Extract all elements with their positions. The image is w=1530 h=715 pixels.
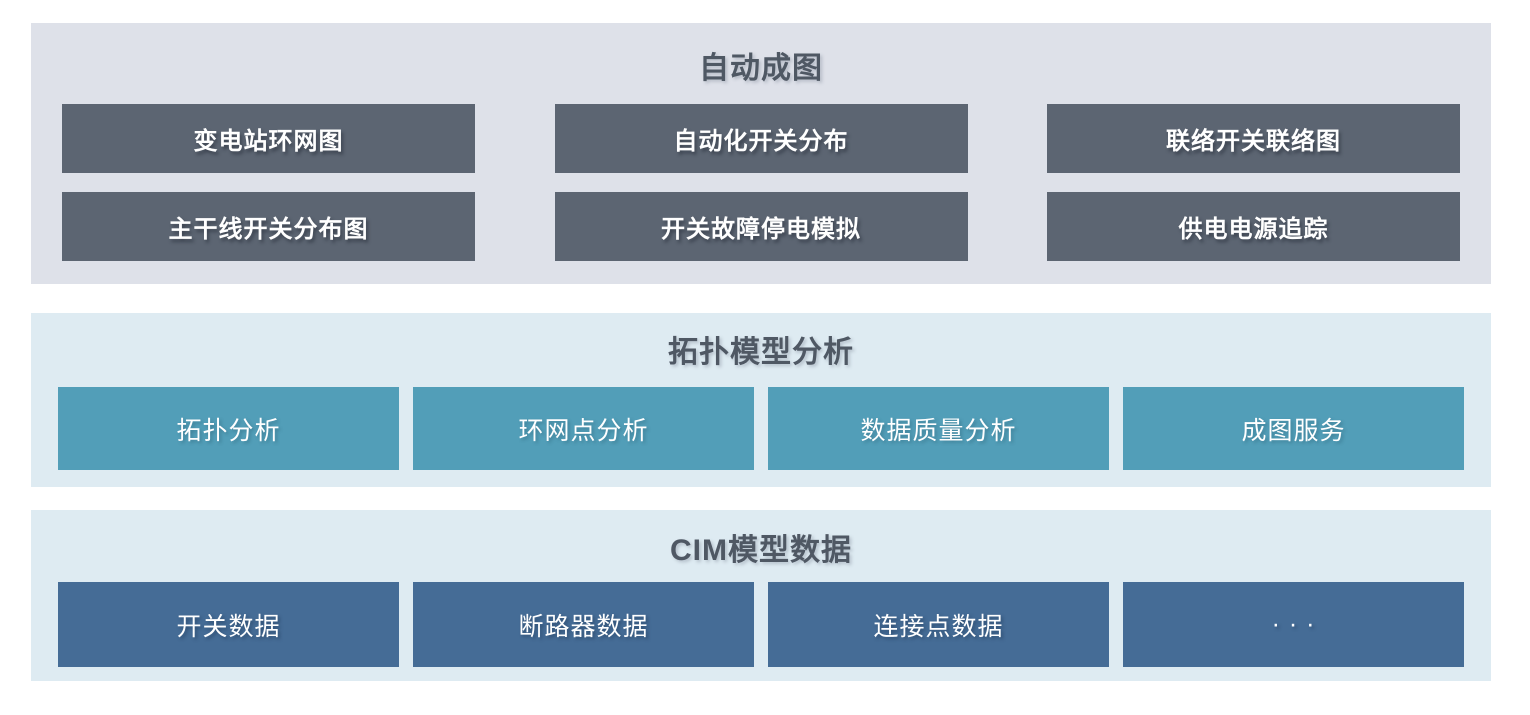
cim-data-row: 开关数据 断路器数据 连接点数据 · · · (31, 582, 1491, 667)
section-auto-diagram: 自动成图 变电站环网图 自动化开关分布 联络开关联络图 主干线开关分布图 开关故… (31, 23, 1491, 284)
block-power-source-tracing: 供电电源追踪 (1047, 192, 1460, 261)
block-switch-fault-outage-simulation: 开关故障停电模拟 (554, 192, 968, 261)
block-substation-ring-diagram: 变电站环网图 (62, 104, 475, 173)
block-automated-switch-distribution: 自动化开关分布 (554, 104, 968, 173)
section-topology-analysis: 拓扑模型分析 拓扑分析 环网点分析 数据质量分析 成图服务 (31, 313, 1491, 487)
section-title-topology-analysis: 拓扑模型分析 (668, 336, 854, 369)
block-diagram-service: 成图服务 (1123, 387, 1464, 470)
block-more-ellipsis: · · · (1123, 582, 1464, 667)
block-breaker-data: 断路器数据 (413, 582, 754, 667)
block-connection-point-data: 连接点数据 (768, 582, 1109, 667)
section-cim-model-data: CIM模型数据 开关数据 断路器数据 连接点数据 · · · (31, 510, 1491, 681)
block-topology-analysis: 拓扑分析 (58, 387, 399, 470)
auto-diagram-row-1: 变电站环网图 自动化开关分布 联络开关联络图 (31, 104, 1491, 173)
block-data-quality-analysis: 数据质量分析 (768, 387, 1109, 470)
section-title-cim-model-data: CIM模型数据 (670, 534, 852, 567)
block-trunk-line-switch-distribution: 主干线开关分布图 (62, 192, 475, 261)
auto-diagram-row-2: 主干线开关分布图 开关故障停电模拟 供电电源追踪 (31, 192, 1491, 261)
block-ring-point-analysis: 环网点分析 (413, 387, 754, 470)
topology-analysis-row: 拓扑分析 环网点分析 数据质量分析 成图服务 (31, 387, 1491, 470)
section-title-auto-diagram: 自动成图 (699, 52, 823, 85)
block-tie-switch-connection-diagram: 联络开关联络图 (1047, 104, 1460, 173)
block-switch-data: 开关数据 (58, 582, 399, 667)
